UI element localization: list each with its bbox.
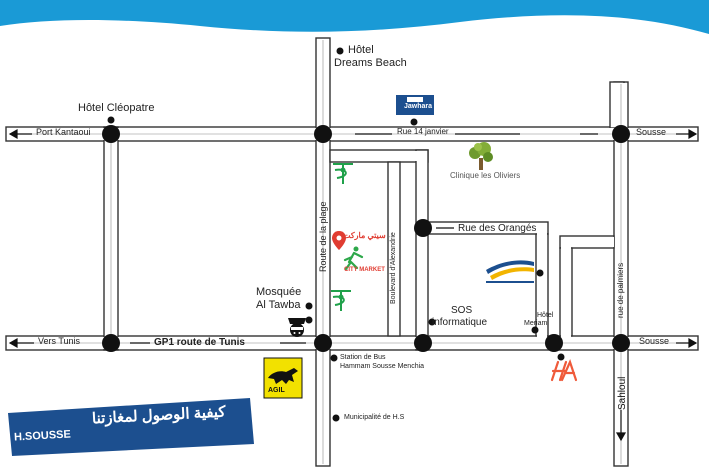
poi-dot bbox=[536, 269, 544, 277]
municipalite: Municipalité de H.S bbox=[344, 414, 405, 421]
poi-dot bbox=[336, 47, 344, 55]
banner-background bbox=[8, 398, 254, 456]
junction-node bbox=[545, 334, 563, 352]
poi-dot bbox=[107, 116, 115, 124]
road-sousse-bottom: Sousse bbox=[639, 336, 670, 346]
road-vers-tunis: Vers Tunis bbox=[38, 336, 81, 346]
mosquee-line2: Al Tawba bbox=[256, 299, 301, 311]
agil-label: AGIL bbox=[268, 387, 285, 394]
location-pin-icon bbox=[332, 231, 346, 250]
hotel-dreams-beach-line2: Dreams Beach bbox=[334, 57, 407, 69]
road-boulevard-alexandrie-label: Boulevard d'Alexandrie bbox=[390, 232, 397, 304]
hotel-cleopatre: Hôtel Cléopatre bbox=[78, 102, 155, 114]
poi-dots bbox=[107, 47, 565, 422]
poi-dot bbox=[428, 318, 436, 326]
jawhara-logo bbox=[396, 95, 434, 115]
poi-dot bbox=[305, 316, 313, 324]
junction-node bbox=[102, 125, 120, 143]
hotel-meriam-line2: Meriam bbox=[524, 320, 548, 327]
hotel-jawhara-label: Jawhara bbox=[404, 103, 433, 110]
sos-line2: informatique bbox=[432, 317, 488, 328]
city-market-arabic: سيتي ماركت bbox=[343, 231, 386, 240]
pharmacy-icon bbox=[333, 163, 353, 184]
poi-dot bbox=[305, 302, 313, 310]
sos-line1: SOS bbox=[451, 305, 473, 316]
hotel-dreams-beach-line1: Hôtel bbox=[348, 44, 374, 56]
pharmacy-icon bbox=[331, 290, 351, 311]
junction-node bbox=[414, 219, 432, 237]
junction-node bbox=[314, 334, 332, 352]
poi-dot bbox=[410, 118, 418, 126]
station-de-bus-line1: Station de Bus bbox=[340, 354, 386, 361]
company-logo bbox=[486, 260, 534, 283]
agil-panther-icon bbox=[263, 357, 303, 399]
junction-node bbox=[314, 125, 332, 143]
road-route-de-la-plage-label: Route de la plage bbox=[318, 201, 328, 272]
road-gp1-route-de-tunis: GP1 route de Tunis bbox=[154, 337, 245, 348]
hotel-meriam-line1: Hôtel bbox=[537, 312, 554, 319]
junction-node bbox=[414, 334, 432, 352]
poi-dot bbox=[332, 414, 340, 422]
road-rue-de-palmiers-label: rue de palmiers bbox=[616, 262, 625, 318]
poi-dot bbox=[330, 354, 338, 362]
wave-header bbox=[0, 0, 709, 34]
junction-nodes bbox=[102, 125, 630, 352]
junction-node bbox=[612, 334, 630, 352]
police-icon bbox=[288, 318, 306, 337]
tree-icon bbox=[469, 142, 493, 170]
junction-node bbox=[612, 125, 630, 143]
poi-dot bbox=[557, 353, 565, 361]
direction-arrows bbox=[8, 128, 698, 442]
road-sahloul: Sahloul bbox=[617, 376, 628, 410]
city-market-figure-icon bbox=[343, 246, 364, 271]
city-market-label: CITY MARKET bbox=[344, 267, 385, 273]
poi-dot bbox=[531, 326, 539, 334]
road-rue-des-oranges-label: Rue des Orangés bbox=[458, 223, 537, 234]
ha-logo-icon bbox=[550, 358, 578, 382]
station-de-bus-line2: Hammam Sousse Menchia bbox=[340, 363, 425, 370]
clinique-les-oliviers: Clinique les Oliviers bbox=[450, 171, 521, 180]
road-port-kantaoui: Port Kantaoui bbox=[36, 127, 91, 137]
road-sousse-top: Sousse bbox=[636, 127, 667, 137]
road-rue-14-janvier-label: Rue 14 janvier bbox=[397, 127, 449, 136]
mosquee-line1: Mosquée bbox=[256, 286, 302, 298]
junction-node bbox=[102, 334, 120, 352]
